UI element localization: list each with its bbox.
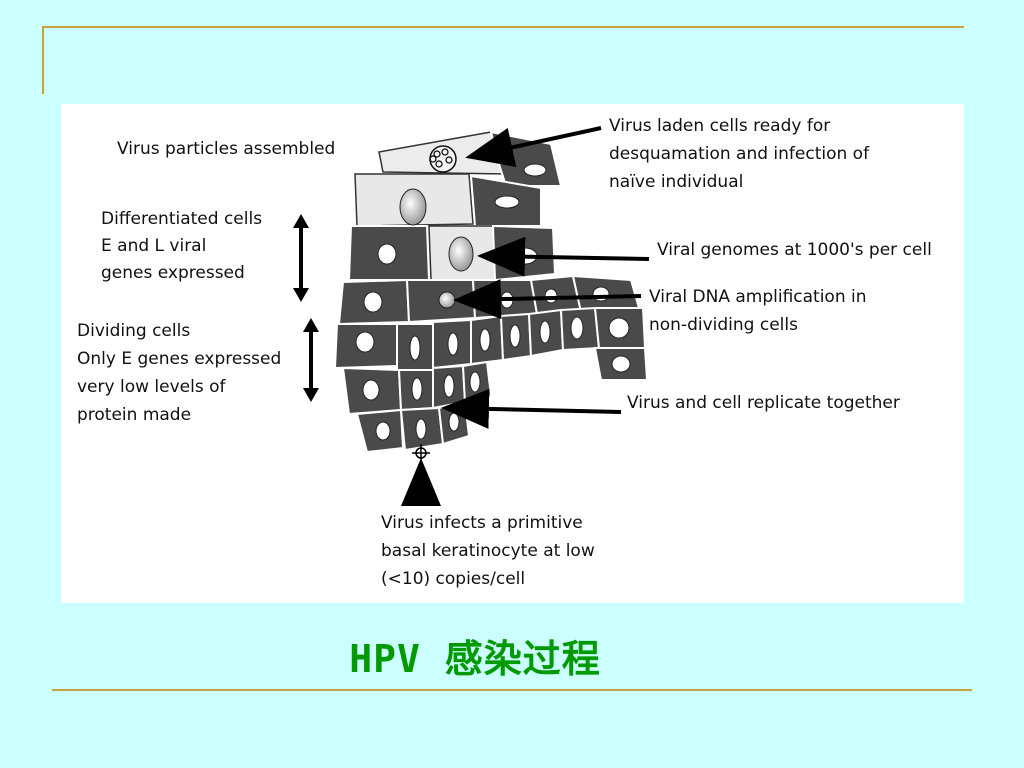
dividing-layer-right <box>593 347 649 381</box>
label-amplification-2: non-dividing cells <box>649 315 798 335</box>
label-laden-3: naïve individual <box>609 172 743 192</box>
label-amplification-1: Viral DNA amplification in <box>649 287 867 307</box>
label-infects-2: basal keratinocyte at low <box>381 541 595 561</box>
slide-title: HPV 感染过程 <box>349 637 601 681</box>
arrow-virus-laden <box>465 126 602 167</box>
label-infects-1: Virus infects a primitive <box>381 513 583 533</box>
diagram-svg: Virus particles assembled Differentiated… <box>77 116 932 589</box>
label-dividing-1: Dividing cells <box>77 321 190 341</box>
label-differentiated-2: E and L viral <box>101 236 206 256</box>
diagram-arrows <box>401 126 650 506</box>
virus-particles-icon <box>429 148 453 168</box>
label-laden-2: desquamation and infection of <box>609 144 870 164</box>
label-dividing-4: protein made <box>77 405 191 425</box>
label-differentiated-1: Differentiated cells <box>101 209 262 229</box>
bottom-rule <box>52 689 972 691</box>
label-dividing-3: very low levels of <box>77 377 226 397</box>
cell-nucleus <box>611 355 631 373</box>
label-replicate: Virus and cell replicate together <box>627 393 900 413</box>
arrow-amplification <box>453 279 642 320</box>
hpv-infection-diagram: Virus particles assembled Differentiated… <box>61 104 964 603</box>
top-rule <box>42 26 964 28</box>
layer-range-arrows <box>293 214 319 402</box>
label-differentiated-3: genes expressed <box>101 263 245 283</box>
left-rule <box>42 26 44 94</box>
label-dividing-2: Only E genes expressed <box>77 349 281 369</box>
label-virus-assembled: Virus particles assembled <box>117 139 335 159</box>
arrow-genomes <box>477 236 650 277</box>
label-infects-3: (<10) copies/cell <box>381 569 525 589</box>
label-genomes: Viral genomes at 1000's per cell <box>657 240 932 260</box>
arrow-replicate <box>441 388 622 429</box>
label-laden-1: Virus laden cells ready for <box>609 116 830 136</box>
